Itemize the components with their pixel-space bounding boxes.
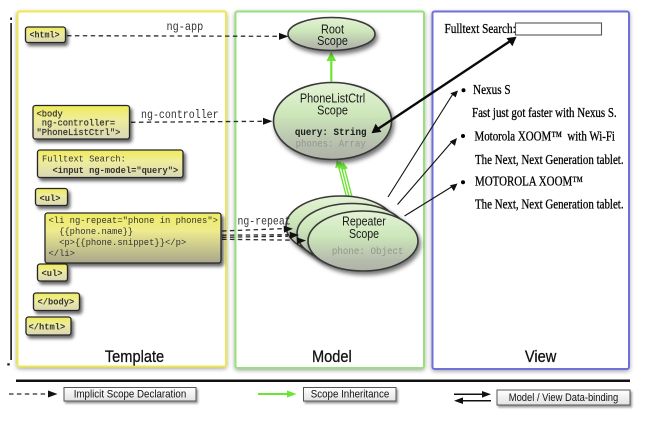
svg-text:<body: <body: [37, 108, 64, 119]
svg-text:</li>: </li>: [49, 248, 75, 259]
svg-text:The Next, Next Generation tabl: The Next, Next Generation tablet.: [475, 152, 624, 167]
svg-text:Motorola XOOM™ with Wi-Fi: Motorola XOOM™ with Wi-Fi: [475, 128, 616, 143]
svg-text:Scope: Scope: [349, 227, 379, 241]
svg-text:<input ng-model="query">: <input ng-model="query">: [42, 165, 178, 176]
svg-text:MOTOROLA XOOM™: MOTOROLA XOOM™: [475, 173, 583, 188]
svg-text:Repeater: Repeater: [342, 215, 386, 229]
svg-text:The Next, Next Generation tabl: The Next, Next Generation tablet.: [475, 196, 624, 211]
svg-text:ng-controller=: ng-controller=: [37, 117, 116, 128]
svg-text:Template: Template: [105, 348, 164, 366]
svg-text:</body>: </body>: [38, 296, 75, 307]
svg-text:Fulltext Search:: Fulltext Search:: [445, 21, 516, 36]
svg-text:<p>{{phone.snippet}}</p>: <p>{{phone.snippet}}</p>: [49, 237, 187, 248]
svg-text:Nexus S: Nexus S: [473, 82, 511, 97]
svg-text:PhoneListCtrl: PhoneListCtrl: [300, 92, 365, 106]
svg-text:Fast just got faster with Nexu: Fast just got faster with Nexus S.: [472, 105, 617, 120]
svg-text:ng-app: ng-app: [167, 21, 204, 34]
svg-text:Implicit Scope Declaration: Implicit Scope Declaration: [74, 389, 187, 401]
svg-text:ng-repeat: ng-repeat: [238, 216, 291, 229]
svg-text:Model: Model: [312, 348, 352, 366]
svg-text:<html>: <html>: [30, 30, 60, 40]
svg-text:Fulltext Search:: Fulltext Search:: [42, 153, 126, 164]
svg-text:</html>: </html>: [29, 321, 66, 332]
svg-text:Model / View Data-binding: Model / View Data-binding: [509, 392, 619, 404]
svg-text:<ul>: <ul>: [40, 193, 61, 204]
svg-text:query: String: query: String: [295, 127, 367, 138]
svg-text:Root: Root: [321, 23, 345, 37]
svg-text:<li ng-repeat="phone in phones: <li ng-repeat="phone in phones">: [49, 215, 218, 226]
svg-text:"PhoneListCtrl">: "PhoneListCtrl">: [37, 127, 121, 138]
svg-text:<ul>: <ul>: [42, 268, 63, 279]
svg-text:Scope Inheritance: Scope Inheritance: [311, 389, 390, 401]
svg-text:View: View: [525, 348, 557, 366]
svg-text:{{phone.name}}: {{phone.name}}: [49, 226, 134, 237]
svg-text:ng-controller: ng-controller: [141, 109, 219, 122]
svg-text:phones: Array: phones: Array: [296, 138, 366, 150]
svg-text:Scope: Scope: [317, 104, 348, 118]
svg-text:phone: Object: phone: Object: [332, 246, 404, 257]
svg-text:Scope: Scope: [317, 34, 348, 48]
